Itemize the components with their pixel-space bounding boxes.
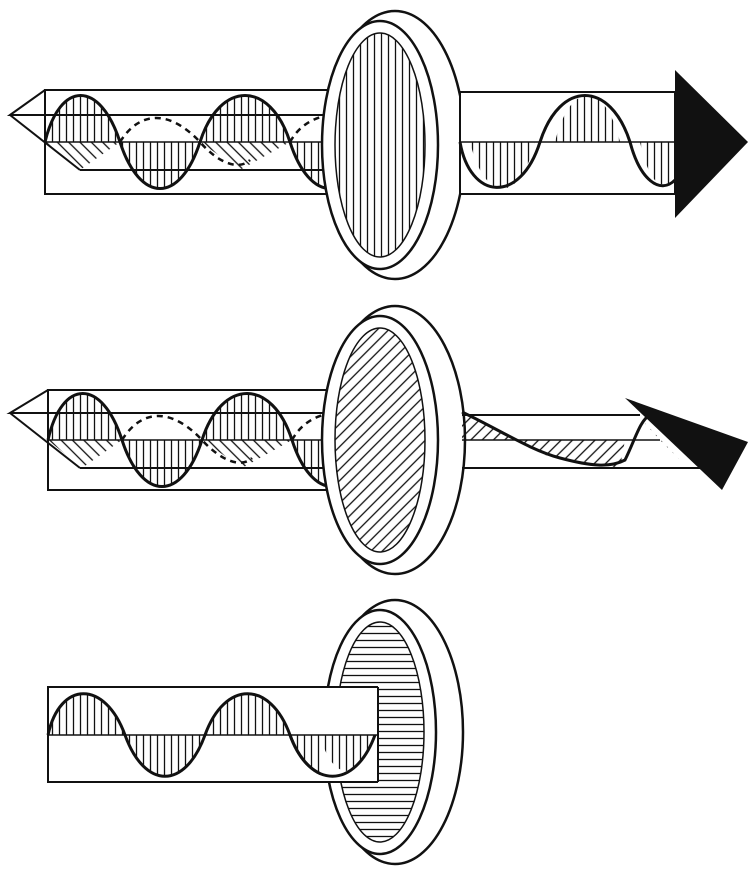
- panel-2: [6, 304, 748, 576]
- arrow-head-straight: [675, 70, 748, 218]
- panel-1: [6, 9, 748, 281]
- outgoing-beam: [458, 70, 748, 218]
- polarizing-filter-vertical: [320, 9, 467, 281]
- polarizing-filter-horizontal: [288, 598, 465, 866]
- outgoing-beam: [461, 398, 748, 490]
- polarizing-filter-diagonal: [320, 304, 467, 576]
- panel-3: [46, 598, 465, 866]
- arrow-head-tilted: [625, 398, 748, 490]
